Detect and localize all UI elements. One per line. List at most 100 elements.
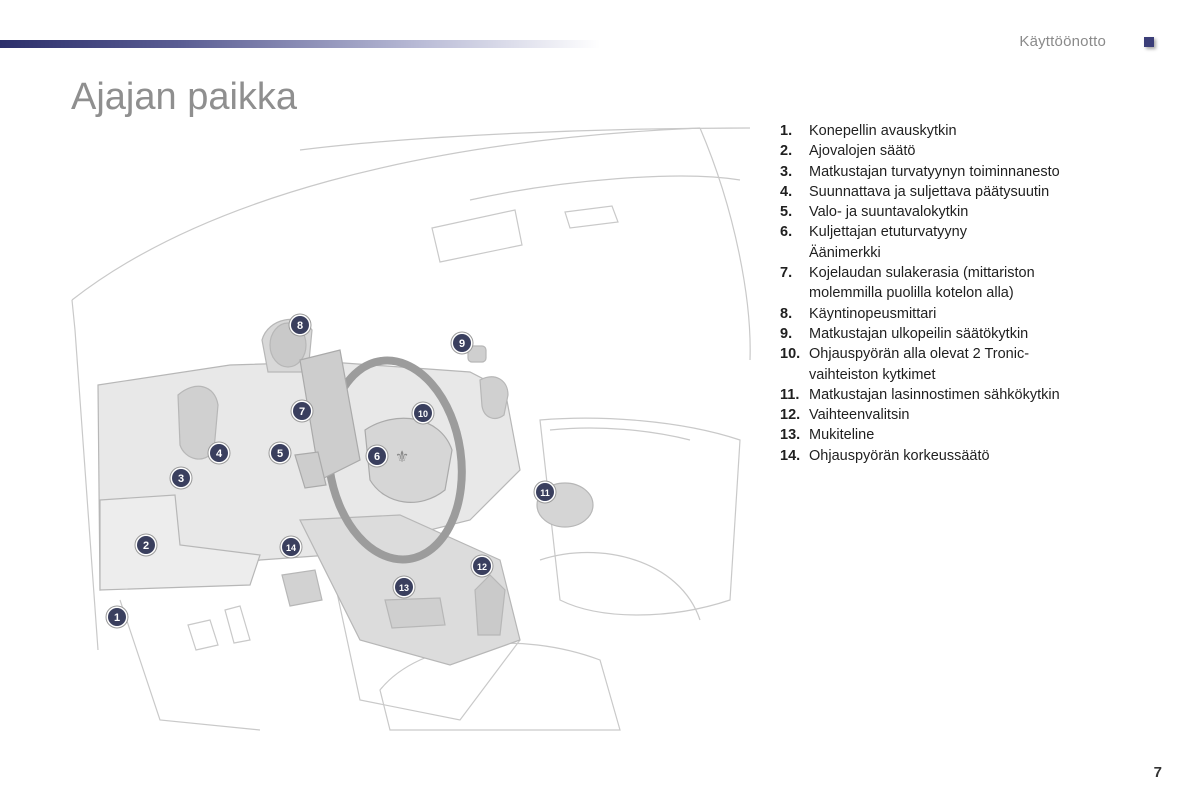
callout-3: 3 [169, 466, 193, 490]
callout-label: 4 [216, 448, 223, 460]
a-pillar-left [71, 299, 99, 651]
center-console-floor [329, 559, 521, 721]
legend-number: 14. [780, 447, 801, 464]
cup-holder [384, 597, 446, 629]
legend-number: 9. [780, 325, 793, 342]
gear-shifter [474, 574, 506, 636]
legend-text: Ohjauspyörän korkeussäätö [809, 447, 990, 464]
legend-item: 11. Matkustajan lasinnostimen sähkökytkin [780, 385, 1110, 405]
rearview-mirror [431, 209, 523, 263]
legend-item: 3. Matkustajan turvatyynyn toiminnanesto [780, 162, 1110, 182]
steering-column [299, 349, 361, 481]
callout-label: 13 [399, 583, 409, 593]
legend-number: 4. [780, 183, 793, 200]
stalk-left [294, 451, 327, 489]
legend-text: Käyntinopeusmittari [809, 305, 937, 322]
legend-number: 3. [780, 163, 793, 180]
callout-4: 4 [207, 441, 231, 465]
floor-left [119, 599, 261, 731]
callout-10: 10 [411, 401, 435, 425]
legend-item: 1. Konepellin avauskytkin [780, 121, 1110, 141]
sun-visor [469, 175, 741, 201]
callout-label: 6 [374, 451, 380, 463]
legend-number: 5. [780, 204, 793, 221]
steering-logo: ⚜ [395, 449, 409, 466]
callout-label: 3 [178, 473, 184, 485]
callout-label: 7 [299, 406, 305, 418]
legend-item: 7. Kojelaudan sulakerasia (mittariston mo… [780, 263, 1110, 304]
legend-number: 1. [780, 123, 793, 139]
callout-9: 9 [450, 331, 474, 355]
callout-2: 2 [134, 533, 158, 557]
page-title: Ajajan paikka [71, 76, 298, 118]
legend-item: 4. Suunnattava ja suljettava päätysuutin [780, 182, 1110, 202]
legend-number: 10. [780, 346, 801, 363]
callout-label: 1 [114, 612, 120, 624]
legend-item: 14. Ohjauspyörän korkeussäätö [780, 446, 1110, 466]
center-vent-grille [281, 569, 323, 607]
legend-item: 2. Ajovalojen säätö [780, 141, 1110, 161]
callout-label: 8 [297, 320, 303, 332]
legend-item: 13. Mukiteline [780, 425, 1110, 445]
windshield-outline [71, 127, 701, 301]
callout-label: 14 [286, 543, 296, 553]
legend-text: Matkustajan turvatyynyn toiminnanesto [809, 163, 1060, 180]
steering-wheel-hub [364, 417, 453, 503]
legend-item: 12. Vaihteenvalitsin [780, 405, 1110, 425]
legend-text: Kuljettajan etuturvatyyny Äänimerkki [809, 224, 967, 261]
header-accent-bar [0, 40, 600, 48]
legend-number: 13. [780, 427, 801, 444]
legend-item: 8. Käyntinopeusmittari [780, 304, 1110, 324]
door-panel [539, 417, 741, 616]
legend-text: Konepellin avauskytkin [809, 123, 957, 139]
door-handle-area [549, 427, 691, 441]
callout-14: 14 [279, 535, 303, 559]
legend-item: 5. Valo- ja suuntavalokytkin [780, 202, 1110, 222]
callout-11: 11 [533, 480, 557, 504]
legend-number: 12. [780, 407, 801, 424]
callout-8: 8 [288, 313, 312, 337]
roof-line [299, 127, 751, 151]
legend-text: Mukiteline [809, 427, 875, 444]
section-marker [1144, 37, 1154, 47]
legend-text: Valo- ja suuntavalokytkin [809, 204, 969, 221]
vent-right [479, 376, 509, 419]
pedal-2 [224, 605, 251, 644]
seat-outline-2 [539, 551, 701, 621]
callout-12: 12 [470, 554, 494, 578]
legend-item: 9. Matkustajan ulkopeilin säätökytkin [780, 324, 1110, 344]
legend-list: 1. Konepellin avauskytkin 2. Ajovalojen sä… [780, 121, 1110, 466]
legend-text: Vaihteenvalitsin [809, 407, 910, 424]
pedal-1 [187, 619, 219, 651]
callout-label: 12 [477, 562, 487, 572]
legend-text: Suunnattava ja suljettava päätysuutin [809, 183, 1050, 200]
callout-label: 5 [277, 448, 283, 460]
legend-item: 10. Ohjauspyörän alla olevat 2 Tronic- va… [780, 344, 1110, 385]
legend-number: 8. [780, 305, 793, 322]
legend-number: 6. [780, 224, 793, 241]
legend-text: Kojelaudan sulakerasia (mittariston mole… [809, 265, 1035, 302]
legend-number: 7. [780, 265, 793, 282]
legend-text: Ohjauspyörän alla olevat 2 Tronic- vaiht… [809, 346, 1030, 383]
legend-number: 11. [780, 386, 800, 403]
a-pillar-right [699, 127, 751, 361]
callout-6: 6 [365, 444, 389, 468]
glovebox-lower [99, 494, 261, 591]
legend-text: Matkustajan ulkopeilin säätökytkin [809, 325, 1029, 342]
section-label: Käyttöönotto [1019, 33, 1106, 50]
legend-text: Ajovalojen säätö [809, 143, 916, 160]
legend-item: 6. Kuljettajan etuturvatyyny Äänimerkki [780, 222, 1110, 263]
callout-label: 11 [540, 488, 550, 498]
legend-text: Matkustajan lasinnostimen sähkökytkin [809, 386, 1060, 403]
page-number: 7 [1153, 764, 1162, 781]
legend-number: 2. [780, 143, 793, 160]
mirror-switch [467, 345, 487, 363]
callout-label: 10 [418, 409, 428, 419]
callout-5: 5 [268, 441, 292, 465]
callout-1: 1 [105, 605, 129, 629]
callout-label: 2 [143, 540, 149, 552]
callout-label: 9 [459, 338, 465, 350]
dome-light [564, 205, 619, 229]
callout-13: 13 [392, 575, 416, 599]
